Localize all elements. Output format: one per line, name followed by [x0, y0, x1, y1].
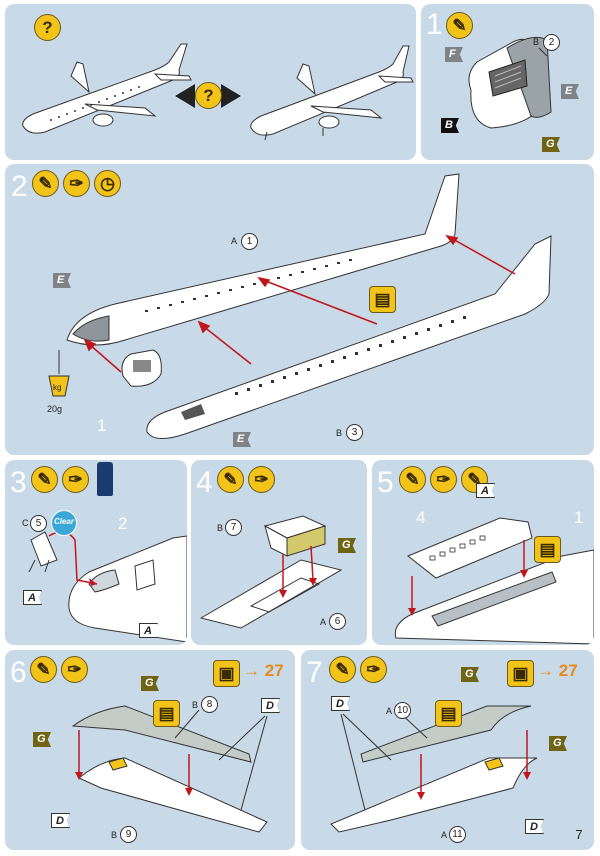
svg-text:kg: kg [53, 383, 61, 392]
step-2-panel: 2 ✎ ✑ ◷ [5, 164, 594, 455]
weight-label: 20g [47, 404, 63, 414]
question-icon-center: ? [195, 82, 222, 109]
aircraft-comparison-drawing [22, 43, 414, 141]
clock-icon: ◷ [94, 170, 121, 197]
page-reference: → 27 [243, 661, 284, 680]
part-letter-top: A [386, 706, 393, 716]
paint-tag-g: G [338, 538, 356, 553]
glue-applicator-icon: ▤ [435, 700, 462, 727]
step-number: 7 [306, 656, 323, 689]
step-3-panel: 3 ✎ ✑ C 5 Clear A A 2 [5, 460, 187, 645]
wing-reference-icon: ▣ [507, 660, 534, 687]
paint-tag-a-left: A [23, 590, 42, 605]
fuselage-top-assembly-drawing [394, 517, 594, 645]
part-number-bottom: 9 [120, 826, 137, 843]
part-number-a: 6 [329, 613, 346, 630]
paint-brush-icon: ✎ [31, 466, 58, 493]
paint-brush-icon: ✎ [399, 466, 426, 493]
part-number-top: 10 [394, 702, 411, 719]
step-4-panel: 4 ✎ ✑ B 7 A 6 G [191, 460, 367, 645]
paint-brush-icon: ✎ [217, 466, 244, 493]
part-letter-bottom: B [336, 428, 343, 438]
part-letter-bottom: B [111, 830, 118, 840]
step-number: 3 [10, 466, 27, 499]
left-wing-assembly-drawing [71, 705, 268, 833]
paint-tag-f: F [445, 47, 463, 62]
paint-brush-icon: ✎ [329, 656, 356, 683]
part-letter-b: B [217, 523, 224, 533]
left-aircraft-drawing [22, 43, 192, 134]
glue-icon: ✑ [248, 466, 275, 493]
part-number-bottom: 3 [346, 424, 363, 441]
paint-tag-g-top: G [461, 667, 479, 682]
windshield-assembly-drawing [28, 531, 187, 643]
gear-bay-assembly-drawing [199, 515, 343, 629]
glue-applicator-icon: ▤ [153, 700, 180, 727]
part-letter-top: B [192, 700, 199, 710]
fuselage-assembly-drawing: kg [48, 173, 552, 439]
paint-tag-e-bottom: E [233, 432, 251, 447]
wing-reference-icon: ▣ [213, 660, 240, 687]
part-number-bottom: 11 [449, 826, 466, 843]
double-arrow-icon [175, 84, 241, 108]
glue-icon: ✑ [61, 656, 88, 683]
part-number: 5 [30, 515, 47, 532]
part-letter-top: A [231, 236, 238, 246]
step-7-panel: 7 ✎ ✑ ▣ → 27 G G D D A 10 A 11 ▤ [301, 650, 594, 850]
cockpit-assembly-drawing [468, 36, 552, 129]
question-icon: ? [34, 14, 61, 41]
intro-panel: ? ? [5, 4, 416, 160]
step-number: 2 [11, 170, 28, 203]
glue-applicator-icon: ▤ [369, 286, 396, 313]
paint-tag-g-left: G [33, 732, 51, 747]
clear-paint-icon: Clear [51, 510, 77, 536]
paint-tag-g-right: G [549, 736, 567, 751]
part-number: 2 [543, 34, 560, 51]
glue-icon: ✑ [62, 466, 89, 493]
glue-icon: ✑ [360, 656, 387, 683]
paint-tag-e-left: E [53, 273, 71, 288]
page-reference: → 27 [537, 661, 578, 680]
step-5-panel: 5 ✎ ✑ ✎ A 4 1 ▤ [372, 460, 594, 645]
part-number-top: 8 [201, 696, 218, 713]
paint-brush-icon: ✎ [32, 170, 59, 197]
part-number-left: 4 [416, 508, 426, 527]
part-letter: C [22, 518, 29, 528]
paint-tag-d-bottom: D [51, 813, 70, 828]
fuselage-part-number: 2 [118, 514, 128, 533]
step-number: 4 [196, 466, 213, 499]
cockpit-part-number: 1 [97, 416, 107, 435]
paint-tag-d-bottom: D [525, 819, 544, 834]
paint-tag-e: E [561, 84, 579, 99]
step-1-panel: 1 ✎ B 2 F E B G [421, 4, 594, 160]
paint-brush-icon: ✎ [30, 656, 57, 683]
step-6-panel: 6 ✎ ✑ ▣ → 27 G G D D B 8 B 9 ▤ [5, 650, 295, 850]
page-reference-number: 27 [558, 661, 578, 680]
paint-tag-g: G [542, 137, 560, 152]
paint-tag-g-top: G [141, 676, 159, 691]
part-number-top: 1 [241, 233, 258, 250]
glue-icon: ✑ [63, 170, 90, 197]
step-number: 5 [377, 466, 394, 499]
glue-applicator-icon: ▤ [534, 536, 561, 563]
glue-icon: ✑ [430, 466, 457, 493]
paint-tag-b: B [441, 118, 459, 133]
paint-brush-icon: ✎ [446, 12, 473, 39]
part-letter-bottom: A [441, 830, 448, 840]
right-wing-assembly-drawing [330, 705, 538, 833]
part-number-b: 7 [225, 519, 242, 536]
right-aircraft-drawing [250, 45, 414, 141]
part-number-right: 1 [574, 508, 584, 527]
part-letter-a: A [320, 617, 327, 627]
page-number: 7 [566, 822, 592, 848]
step-number: 6 [10, 656, 27, 689]
part-letter: B [533, 37, 540, 47]
page-reference-number: 27 [264, 661, 284, 680]
step-number: 1 [426, 8, 443, 41]
paint-bottle-icon [97, 462, 113, 496]
